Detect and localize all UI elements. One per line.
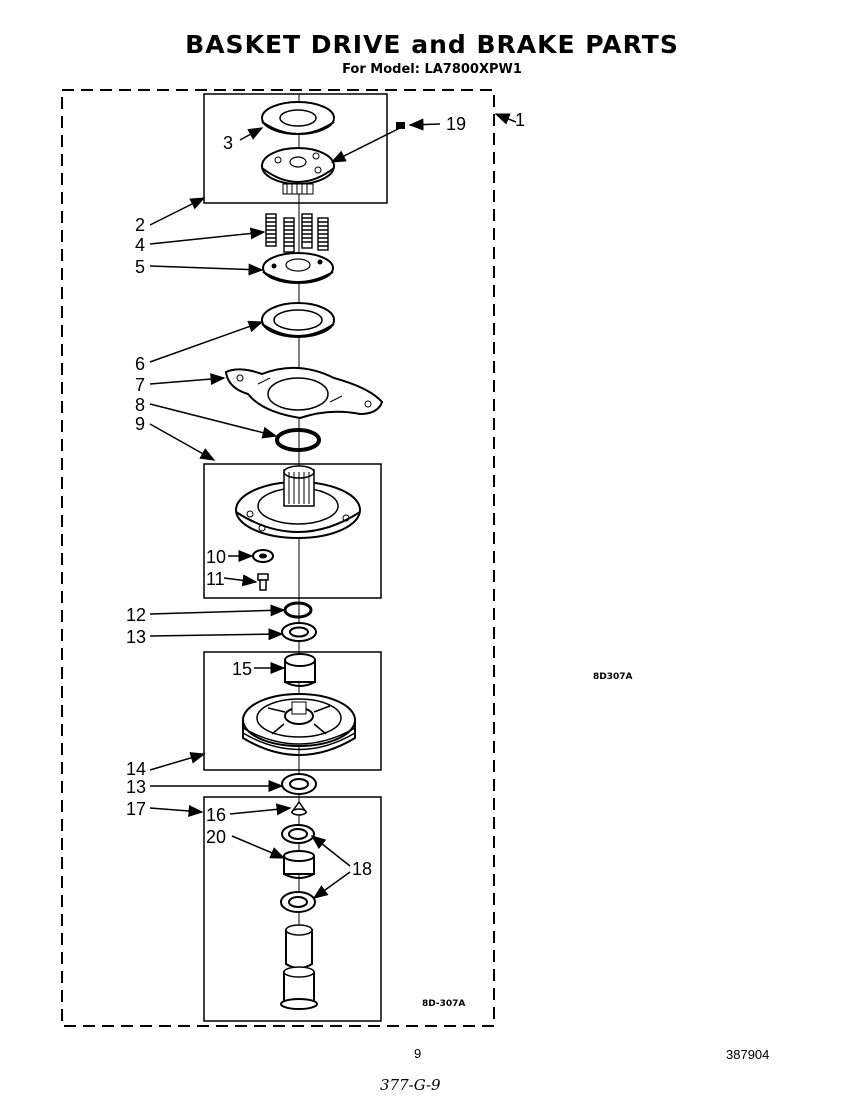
callout-12: 12 xyxy=(126,605,147,625)
part-6-ring xyxy=(261,302,335,338)
callout-16: 16 xyxy=(206,805,227,825)
callout-11: 11 xyxy=(206,569,225,589)
part-13-seal-top xyxy=(281,622,317,642)
page-title: BASKET DRIVE and BRAKE PARTS xyxy=(185,30,679,59)
callout-18: 18 xyxy=(352,859,373,879)
document-number: 387904 xyxy=(726,1047,770,1062)
part-18-race-top xyxy=(281,824,315,844)
part-15-bearing xyxy=(284,653,316,687)
tube-upper xyxy=(285,924,313,969)
callout-17: 17 xyxy=(126,799,147,819)
callout-8: 8 xyxy=(135,395,146,415)
part-8-snap-ring xyxy=(275,428,321,452)
part-16-cap xyxy=(290,800,308,816)
callout-15: 15 xyxy=(232,659,253,679)
drawing-code-inner: 8D-307A xyxy=(422,999,466,1009)
part-7-bracket xyxy=(224,366,384,420)
callout-9: 9 xyxy=(135,414,146,434)
part-14-pulley xyxy=(242,693,356,756)
leader-lines xyxy=(149,113,517,899)
callout-1: 1 xyxy=(515,110,526,130)
part-2-hub xyxy=(261,147,335,195)
part-3-ring xyxy=(261,101,335,135)
subassembly-box-17 xyxy=(203,796,382,1022)
model-subtitle: For Model: LA7800XPW1 xyxy=(342,62,522,77)
callout-19: 19 xyxy=(446,114,467,134)
subassembly-box-14 xyxy=(203,651,382,771)
subassembly-box-2 xyxy=(203,93,388,204)
callout-2: 2 xyxy=(135,215,146,235)
callout-14: 14 xyxy=(126,759,147,779)
callout-3: 3 xyxy=(223,133,234,153)
callout-6: 6 xyxy=(135,354,146,374)
callout-13-bottom: 13 xyxy=(126,777,147,797)
part-19-screw xyxy=(396,122,405,129)
part-13-seal-bottom xyxy=(281,773,317,795)
part-9-drive-disc xyxy=(235,465,361,539)
subassembly-box-9 xyxy=(203,463,382,599)
callout-13-top: 13 xyxy=(126,627,147,647)
callout-20: 20 xyxy=(206,827,227,847)
part-20-bearing xyxy=(283,850,315,879)
part-4-springs xyxy=(265,213,329,253)
part-5-plate xyxy=(262,252,334,284)
callout-4: 4 xyxy=(135,235,146,255)
part-11-bolt xyxy=(257,573,269,591)
part-18-race-bottom xyxy=(280,891,316,913)
page-number: 9 xyxy=(414,1046,422,1061)
callout-7: 7 xyxy=(135,375,146,395)
callout-5: 5 xyxy=(135,257,146,277)
part-10-nut xyxy=(252,549,274,563)
callout-10: 10 xyxy=(206,547,227,567)
handwritten-note: 377-G-9 xyxy=(380,1076,441,1094)
part-12-washer xyxy=(283,601,313,619)
tube-lower xyxy=(280,966,318,1010)
assembly-frame xyxy=(61,89,495,1027)
drawing-code-side: 8D307A xyxy=(593,672,633,682)
